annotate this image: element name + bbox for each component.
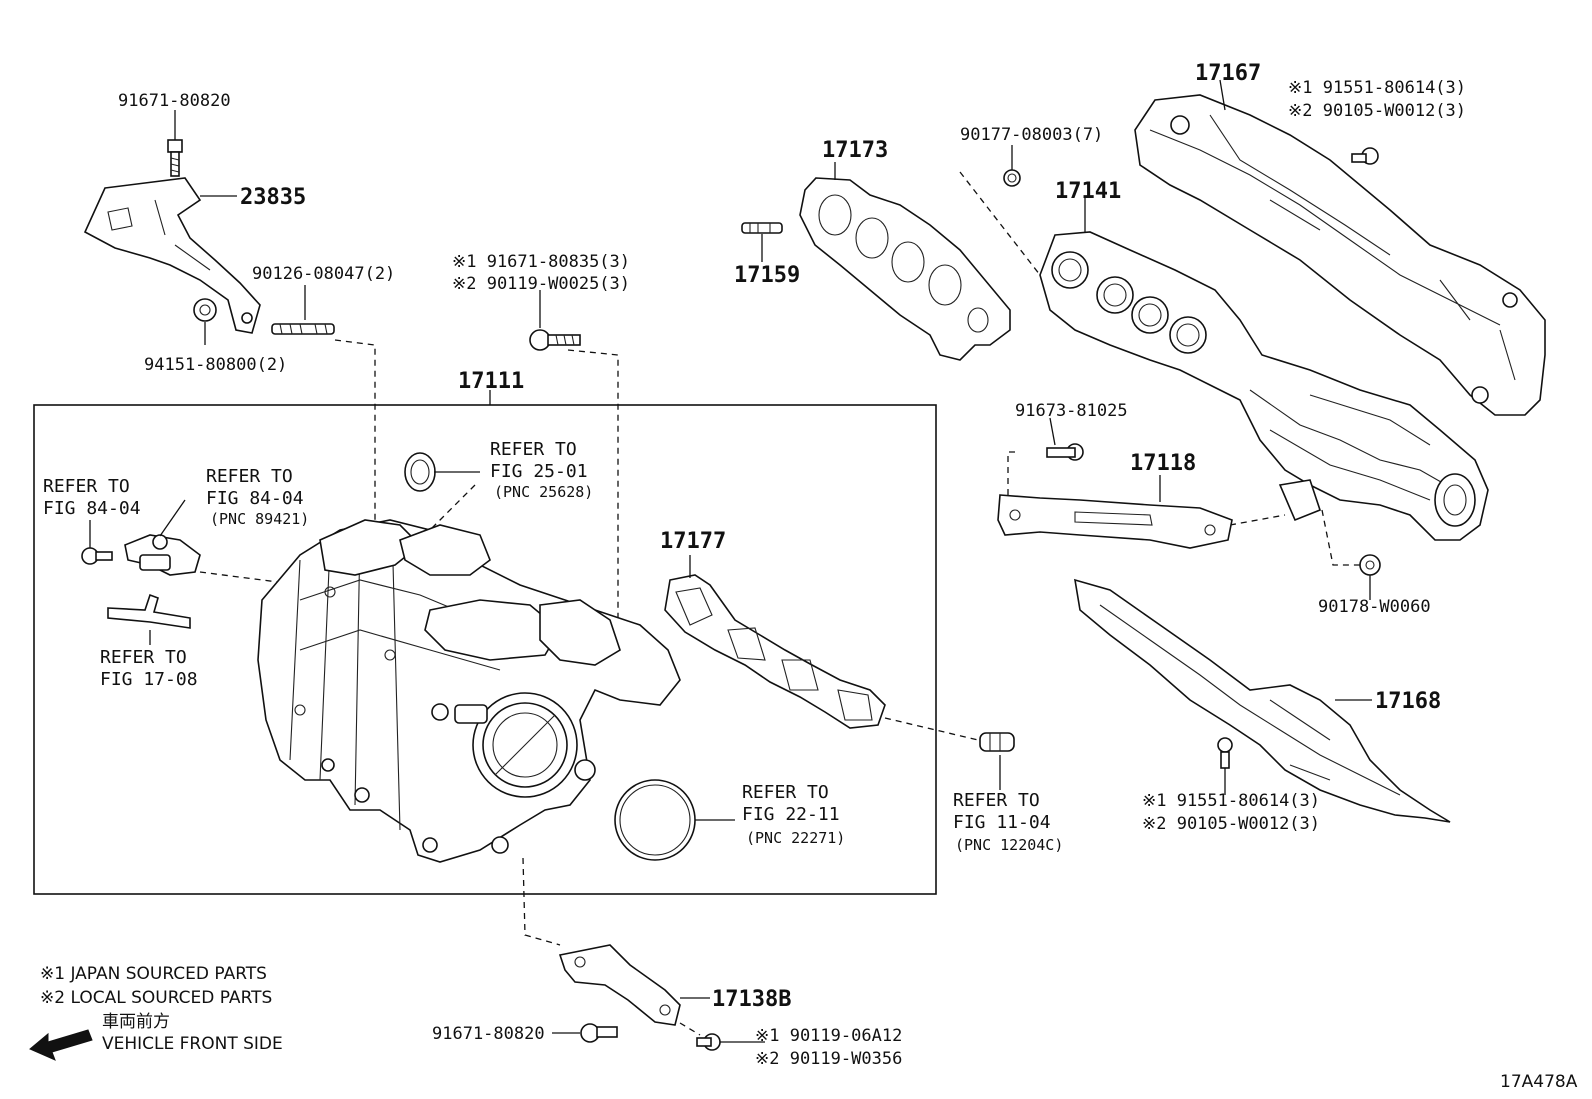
label-17177: 17177 <box>660 529 726 554</box>
legend-note-japan: ※1 JAPAN SOURCED PARTS <box>40 964 267 984</box>
assembly-box-17111 <box>33 404 937 895</box>
label-bolt-bottom-1: ※1 90119-06A12 <box>755 1026 902 1046</box>
label-heat-bolt-top-1: ※1 91551-80614(3) <box>1288 78 1466 98</box>
label-17168: 17168 <box>1375 689 1441 714</box>
gasket-17177 <box>664 574 886 729</box>
stud-90126-08047 <box>271 323 335 335</box>
ref-84-04-left-l2: FIG 84-04 <box>43 498 141 519</box>
nut-94151-80800 <box>193 298 217 322</box>
label-91671-80820-top: 91671-80820 <box>118 91 231 111</box>
exhaust-manifold-17141 <box>1039 231 1489 541</box>
label-90126-08047: 90126-08047(2) <box>252 264 395 284</box>
ref-22-11-l1: REFER TO <box>742 782 829 803</box>
bolt-intake-upper <box>529 329 581 351</box>
ref-17-08-l1: REFER TO <box>100 647 187 668</box>
label-17111: 17111 <box>458 369 524 394</box>
stay-17118 <box>997 494 1233 549</box>
bracket-23835 <box>83 177 261 334</box>
bolt-sensor <box>81 547 113 565</box>
gasket-22271 <box>614 779 696 861</box>
label-bolt-top-1: ※1 91671-80835(3) <box>452 252 630 272</box>
label-17141: 17141 <box>1055 179 1121 204</box>
bolt-heat-insulator-top <box>1351 147 1379 165</box>
ref-22-11-l2: FIG 22-11 <box>742 804 840 825</box>
label-heat-bolt-bottom-2: ※2 90105-W0012(3) <box>1142 814 1320 834</box>
heat-insulator-17168 <box>1074 578 1451 823</box>
front-arrow-icon <box>29 1029 93 1061</box>
legend-front-en: VEHICLE FRONT SIDE <box>102 1034 283 1054</box>
ref-84-04-sensor-l2: FIG 84-04 <box>206 488 304 509</box>
gasket-17173 <box>799 177 1011 361</box>
legend-note-local: ※2 LOCAL SOURCED PARTS <box>40 988 272 1008</box>
ref-84-04-left-l1: REFER TO <box>43 476 130 497</box>
label-17118: 17118 <box>1130 451 1196 476</box>
ref-25-01-l1: REFER TO <box>490 439 577 460</box>
nut-90178-w0060 <box>1359 554 1381 576</box>
bracket-17138b <box>558 944 681 1026</box>
bolt-91671-80820-top <box>167 139 183 177</box>
nut-90177-08003 <box>1003 169 1021 187</box>
figure-code: 17A478A <box>1500 1072 1578 1092</box>
label-17173: 17173 <box>822 138 888 163</box>
sensor-89421 <box>124 534 201 576</box>
label-94151-80800: 94151-80800(2) <box>144 355 287 375</box>
heat-insulator-17167 <box>1134 94 1546 416</box>
ref-11-04-l2: FIG 11-04 <box>953 812 1051 833</box>
ref-11-04-pnc: (PNC 12204C) <box>955 836 1063 854</box>
bolt-91671-80820-bottom <box>580 1023 618 1043</box>
label-90177-08003: 90177-08003(7) <box>960 125 1103 145</box>
ref-11-04-l1: REFER TO <box>953 790 1040 811</box>
label-90178-w0060: 90178-W0060 <box>1318 597 1431 617</box>
label-23835: 23835 <box>240 185 306 210</box>
hose-17-08 <box>107 593 191 629</box>
ref-25-01-pnc: (PNC 25628) <box>494 483 593 501</box>
label-heat-bolt-bottom-1: ※1 91551-80614(3) <box>1142 791 1320 811</box>
ref-84-04-sensor-pnc: (PNC 89421) <box>210 510 309 528</box>
legend-front-jp: 車両前方 <box>102 1012 170 1032</box>
bolt-91673-81025 <box>1046 443 1084 461</box>
label-91671-80820-bottom: 91671-80820 <box>432 1024 545 1044</box>
ref-17-08-l2: FIG 17-08 <box>100 669 198 690</box>
ref-84-04-sensor-l1: REFER TO <box>206 466 293 487</box>
intake-manifold-17111 <box>257 519 681 863</box>
label-17138b: 17138B <box>712 987 791 1012</box>
ref-25-01-l2: FIG 25-01 <box>490 461 588 482</box>
stud-17159 <box>741 222 783 234</box>
gasket-ring-25628 <box>404 452 436 492</box>
ref-22-11-pnc: (PNC 22271) <box>746 829 845 847</box>
label-bolt-bottom-2: ※2 90119-W0356 <box>755 1049 902 1069</box>
label-91673-81025: 91673-81025 <box>1015 401 1128 421</box>
label-heat-bolt-top-2: ※2 90105-W0012(3) <box>1288 101 1466 121</box>
label-bolt-top-2: ※2 90119-W0025(3) <box>452 274 630 294</box>
label-17167: 17167 <box>1195 61 1261 86</box>
label-17159: 17159 <box>734 263 800 288</box>
stud-12204c <box>979 732 1015 752</box>
bolt-90119-06a12 <box>696 1033 721 1051</box>
bolt-heat-insulator-bottom <box>1217 737 1233 769</box>
